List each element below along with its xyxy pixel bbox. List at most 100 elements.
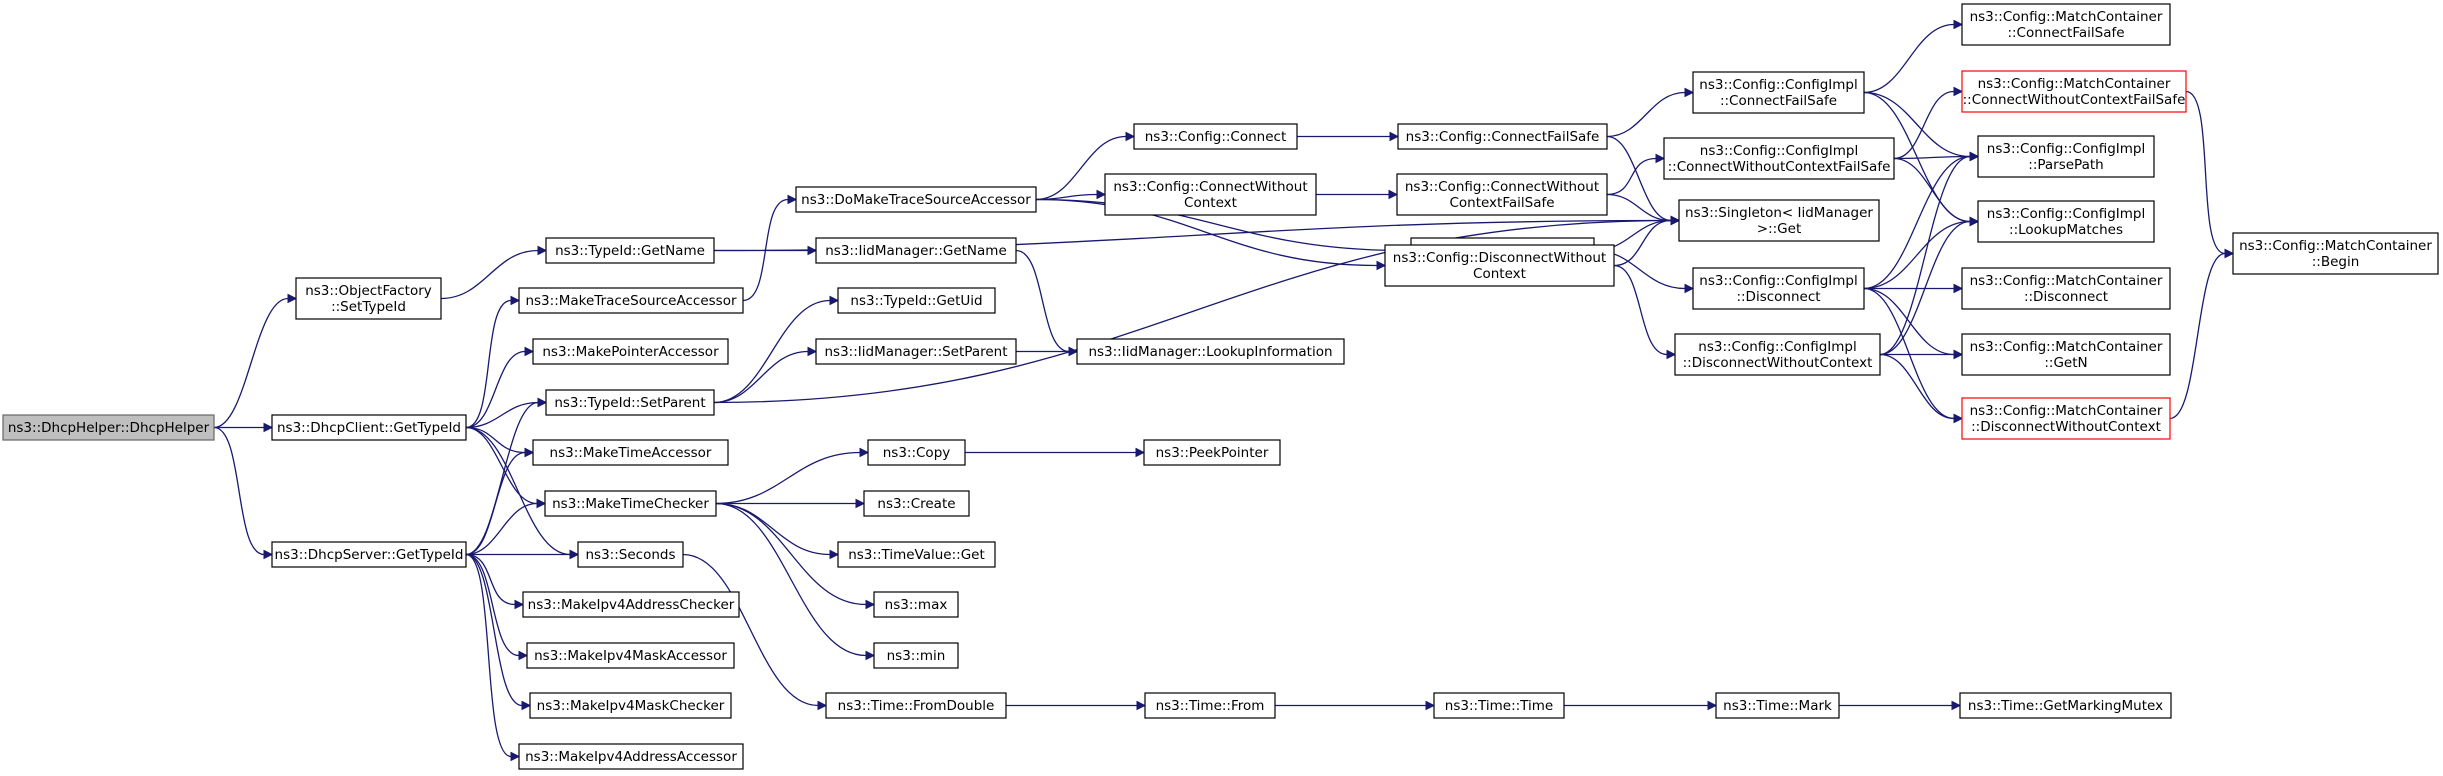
node-maketimechecker[interactable]: ns3::MakeTimeChecker <box>544 490 717 517</box>
node-label: ns3::MakeTraceSourceAccessor <box>525 293 736 309</box>
node-setparent[interactable]: ns3::TypeId::SetParent <box>545 389 715 416</box>
node-cfgconnectwithout[interactable]: ns3::Config::ConnectWithoutContext <box>1104 173 1317 216</box>
node-label: ::LookupMatches <box>2009 222 2123 238</box>
node-label: ns3::DhcpClient::GetTypeId <box>277 420 461 436</box>
node-box <box>518 287 744 314</box>
edge-line <box>1606 193 1672 222</box>
node-mcconnectfs[interactable]: ns3::Config::MatchContainer::ConnectFail… <box>1961 3 2171 46</box>
arrowhead <box>521 700 532 711</box>
node-create[interactable]: ns3::Create <box>863 490 970 517</box>
edge-line <box>715 502 867 606</box>
node-iidsetparent[interactable]: ns3::IidManager::SetParent <box>815 338 1017 365</box>
node-label: ns3::Time::GetMarkingMutex <box>1968 698 2163 714</box>
node-cfgconnectwithoutcfs[interactable]: ns3::Config::ConnectWithoutContextFailSa… <box>1396 173 1608 216</box>
node-label: ns3::Config::Connect <box>1145 129 1287 145</box>
node-label: ns3::IidManager::SetParent <box>825 344 1008 360</box>
edge-dhcphelper-to-servergettypeid <box>213 426 274 560</box>
node-label: ns3::Config::ConfigImpl <box>1987 141 2145 157</box>
node-mcbegin[interactable]: ns3::Config::MatchContainer::Begin <box>2232 232 2439 275</box>
node-max[interactable]: ns3::max <box>873 591 959 618</box>
edge-cfgconnect-to-cfgconnectfailsafe <box>1297 131 1400 142</box>
node-implconnectwcfs[interactable]: ns3::Config::ConfigImpl::ConnectWithoutC… <box>1663 137 1895 180</box>
node-servergettypeid[interactable]: ns3::DhcpServer::GetTypeId <box>271 541 467 568</box>
node-iidgetname[interactable]: ns3::IidManager::GetName <box>815 237 1017 264</box>
node-label: ::ConnectFailSafe <box>1720 93 1837 109</box>
node-mcdisconnect[interactable]: ns3::Config::MatchContainer::Disconnect <box>1961 267 2171 310</box>
node-objfactory[interactable]: ns3::ObjectFactory::SetTypeId <box>295 277 442 320</box>
node-box <box>2 414 215 441</box>
edge-mcconnectwcfs-to-mcbegin <box>2185 90 2235 259</box>
edge-line <box>465 553 512 758</box>
node-label: Context <box>1184 195 1237 211</box>
edge-line <box>1035 135 1127 201</box>
arrowhead <box>1389 131 1400 142</box>
node-getuid[interactable]: ns3::TypeId::GetUid <box>837 287 996 314</box>
edge-line <box>465 401 539 429</box>
node-label: ::ParsePath <box>2028 157 2103 173</box>
node-seconds[interactable]: ns3::Seconds <box>577 541 684 568</box>
node-box <box>1396 173 1608 216</box>
arrowhead <box>865 599 876 610</box>
edge-line <box>1606 91 1686 138</box>
node-box <box>577 541 684 568</box>
node-mcdisconnectwc[interactable]: ns3::Config::MatchContainer::DisconnectW… <box>1961 397 2171 440</box>
node-timefrom[interactable]: ns3::Time::From <box>1144 692 1276 719</box>
node-getmarkingmutex[interactable]: ns3::Time::GetMarkingMutex <box>1959 692 2172 719</box>
node-copy[interactable]: ns3::Copy <box>867 439 966 466</box>
arrowhead <box>1096 189 1107 200</box>
node-label: >::Get <box>1757 221 1801 237</box>
node-mcgetn[interactable]: ns3::Config::MatchContainer::GetN <box>1961 333 2171 376</box>
node-label: ns3::Copy <box>883 445 951 461</box>
node-impldisconnectwc[interactable]: ns3::Config::ConfigImpl::DisconnectWitho… <box>1674 333 1881 376</box>
node-ipv4maskaccessor[interactable]: ns3::MakeIpv4MaskAccessor <box>526 642 735 669</box>
edge-line <box>465 401 539 556</box>
node-parsepath[interactable]: ns3::Config::ConfigImpl::ParsePath <box>1977 135 2155 178</box>
edge-dhcphelper-to-clientgettypeid <box>214 422 274 433</box>
node-domaketrace[interactable]: ns3::DoMakeTraceSourceAccessor <box>795 186 1037 213</box>
node-ipv4addraccessor[interactable]: ns3::MakeIpv4AddressAccessor <box>518 743 744 770</box>
edge-line <box>715 502 867 657</box>
edge-cfgconnectwithout-to-cfgconnectwithoutcfs <box>1316 189 1399 200</box>
node-box <box>1663 137 1895 180</box>
node-timemark[interactable]: ns3::Time::Mark <box>1715 692 1840 719</box>
edge-maketimechecker-to-create <box>716 498 866 509</box>
node-cfgconnectfailsafe[interactable]: ns3::Config::ConnectFailSafe <box>1397 123 1608 150</box>
arrowhead <box>510 295 521 306</box>
edge-line <box>2185 90 2226 255</box>
node-typeidgetname[interactable]: ns3::TypeId::GetName <box>545 237 715 264</box>
node-box <box>271 414 467 441</box>
node-label: ns3::Config::MatchContainer <box>1978 76 2171 92</box>
node-maketracesource[interactable]: ns3::MakeTraceSourceAccessor <box>518 287 744 314</box>
node-cfgdisconnectwithout[interactable]: ns3::Config::DisconnectWithoutContext <box>1384 244 1615 287</box>
node-ipv4maskchecker[interactable]: ns3::MakeIpv4MaskChecker <box>529 692 732 719</box>
node-min[interactable]: ns3::min <box>873 642 959 669</box>
node-ipv4addrchecker[interactable]: ns3::MakeIpv4AddressChecker <box>522 591 740 618</box>
edge-line <box>1613 264 1668 356</box>
arrowhead <box>1951 700 1962 711</box>
node-maketimeaccessor[interactable]: ns3::MakeTimeAccessor <box>532 439 729 466</box>
node-fromdouble[interactable]: ns3::Time::FromDouble <box>825 692 1007 719</box>
node-impldisconnect[interactable]: ns3::Config::ConfigImpl::Disconnect <box>1692 267 1865 310</box>
node-label: ns3::IidManager::GetName <box>825 243 1007 259</box>
node-cfgconnect[interactable]: ns3::Config::Connect <box>1133 123 1298 150</box>
node-clientgettypeid[interactable]: ns3::DhcpClient::GetTypeId <box>271 414 467 441</box>
edge-clientgettypeid-to-makepointer <box>465 346 535 429</box>
node-implconnectfs[interactable]: ns3::Config::ConfigImpl::ConnectFailSafe <box>1692 71 1865 114</box>
node-timevalueget[interactable]: ns3::TimeValue::Get <box>837 541 996 568</box>
node-box <box>518 743 744 770</box>
node-label: ::Disconnect <box>2024 289 2108 305</box>
node-makepointer[interactable]: ns3::MakePointerAccessor <box>532 338 729 365</box>
arrowhead <box>1388 189 1399 200</box>
edge-servergettypeid-to-maketimechecker <box>465 498 547 556</box>
node-lookupmatches[interactable]: ns3::Config::ConfigImpl::LookupMatches <box>1977 200 2155 243</box>
node-lookupinfo[interactable]: ns3::IidManager::LookupInformation <box>1076 338 1345 365</box>
node-singletonget[interactable]: ns3::Singleton< IidManager >::Get <box>1678 199 1880 242</box>
node-timetime[interactable]: ns3::Time::Time <box>1433 692 1565 719</box>
node-label: ns3::Config::ConnectWithout <box>1113 179 1307 195</box>
node-peekpointer[interactable]: ns3::PeekPointer <box>1143 439 1281 466</box>
node-mcconnectwcfs[interactable]: ns3::Config::MatchContainer::ConnectWith… <box>1961 70 2187 113</box>
arrowhead <box>2224 248 2235 259</box>
node-label: ns3::TypeId::GetName <box>555 243 705 259</box>
edge-impldisconnectwc-to-mcdisconnectwc <box>1879 353 1964 424</box>
arrowhead <box>537 397 548 408</box>
